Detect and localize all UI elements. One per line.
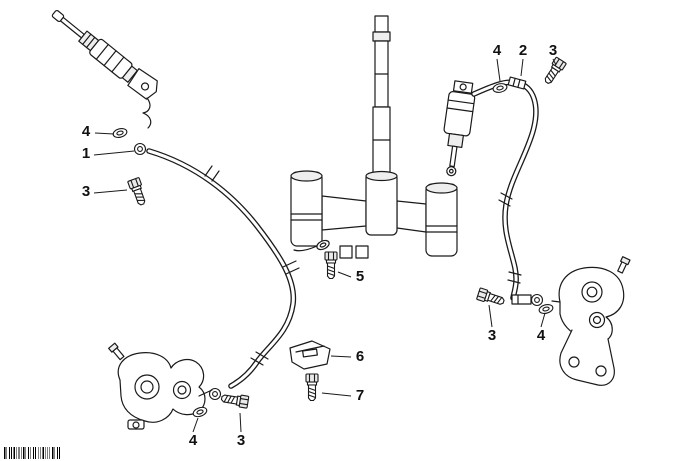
- callout-leader: [520, 58, 524, 77]
- callout-label-3: 3: [549, 42, 557, 59]
- barcode: [4, 447, 60, 459]
- callout-leader: [552, 58, 557, 66]
- callout-leader: [239, 412, 242, 433]
- bleed-nipple: [108, 342, 125, 361]
- fork-bridge: [290, 170, 458, 259]
- callout-label-3: 3: [82, 183, 90, 200]
- callout-label-4: 4: [189, 432, 198, 449]
- hose-collars: [204, 165, 300, 366]
- callout-leader: [330, 355, 352, 358]
- callout-label-1: 1: [82, 145, 90, 162]
- hose-clip: [293, 239, 330, 252]
- callout-label-4: 4: [493, 42, 502, 59]
- callout-leader: [337, 271, 352, 278]
- callout-label-4: 4: [82, 123, 91, 140]
- rear-brake-hose: [471, 76, 544, 307]
- sealing-washer: [111, 126, 129, 140]
- callout-leader: [540, 312, 546, 328]
- rear-hose-lower-fitting: [511, 294, 532, 305]
- switch-wire: [142, 97, 152, 129]
- rear-hose-lower-eye: [530, 293, 544, 307]
- callout-leader: [488, 304, 493, 328]
- callout-leader: [93, 189, 128, 194]
- callout-leader: [192, 417, 199, 433]
- callout-label-3: 3: [237, 432, 245, 449]
- callout-leader: [496, 58, 501, 82]
- callout-label-7: 7: [356, 387, 364, 404]
- rear-hose-upper-fitting: [507, 76, 527, 90]
- hose-collars: [498, 192, 522, 284]
- bleed-nipple: [617, 256, 631, 274]
- callout-label-5: 5: [356, 268, 364, 285]
- rear-brake-caliper: [551, 256, 631, 386]
- callout-label-6: 6: [356, 348, 364, 365]
- front-brake-caliper: [108, 342, 213, 430]
- callout-label-3: 3: [488, 327, 496, 344]
- callout-label-2: 2: [519, 42, 527, 59]
- rear-master-cylinder: [443, 80, 476, 177]
- banjo-bolt: [475, 287, 506, 308]
- front-hose-upper-eye: [133, 142, 147, 156]
- callout-leader: [321, 392, 352, 397]
- front-brake-hose: [133, 142, 300, 401]
- bracket-bolt: [305, 373, 319, 402]
- holder-bracket: [289, 340, 331, 370]
- callout-leader: [93, 150, 135, 156]
- front-master-cylinder: [51, 9, 158, 100]
- callout-label-4: 4: [537, 327, 546, 344]
- banjo-bolt: [127, 176, 149, 207]
- clip-bolt: [324, 251, 338, 280]
- banjo-bolt: [220, 391, 250, 409]
- steering-stem: [372, 15, 391, 174]
- callout-leader: [94, 132, 115, 135]
